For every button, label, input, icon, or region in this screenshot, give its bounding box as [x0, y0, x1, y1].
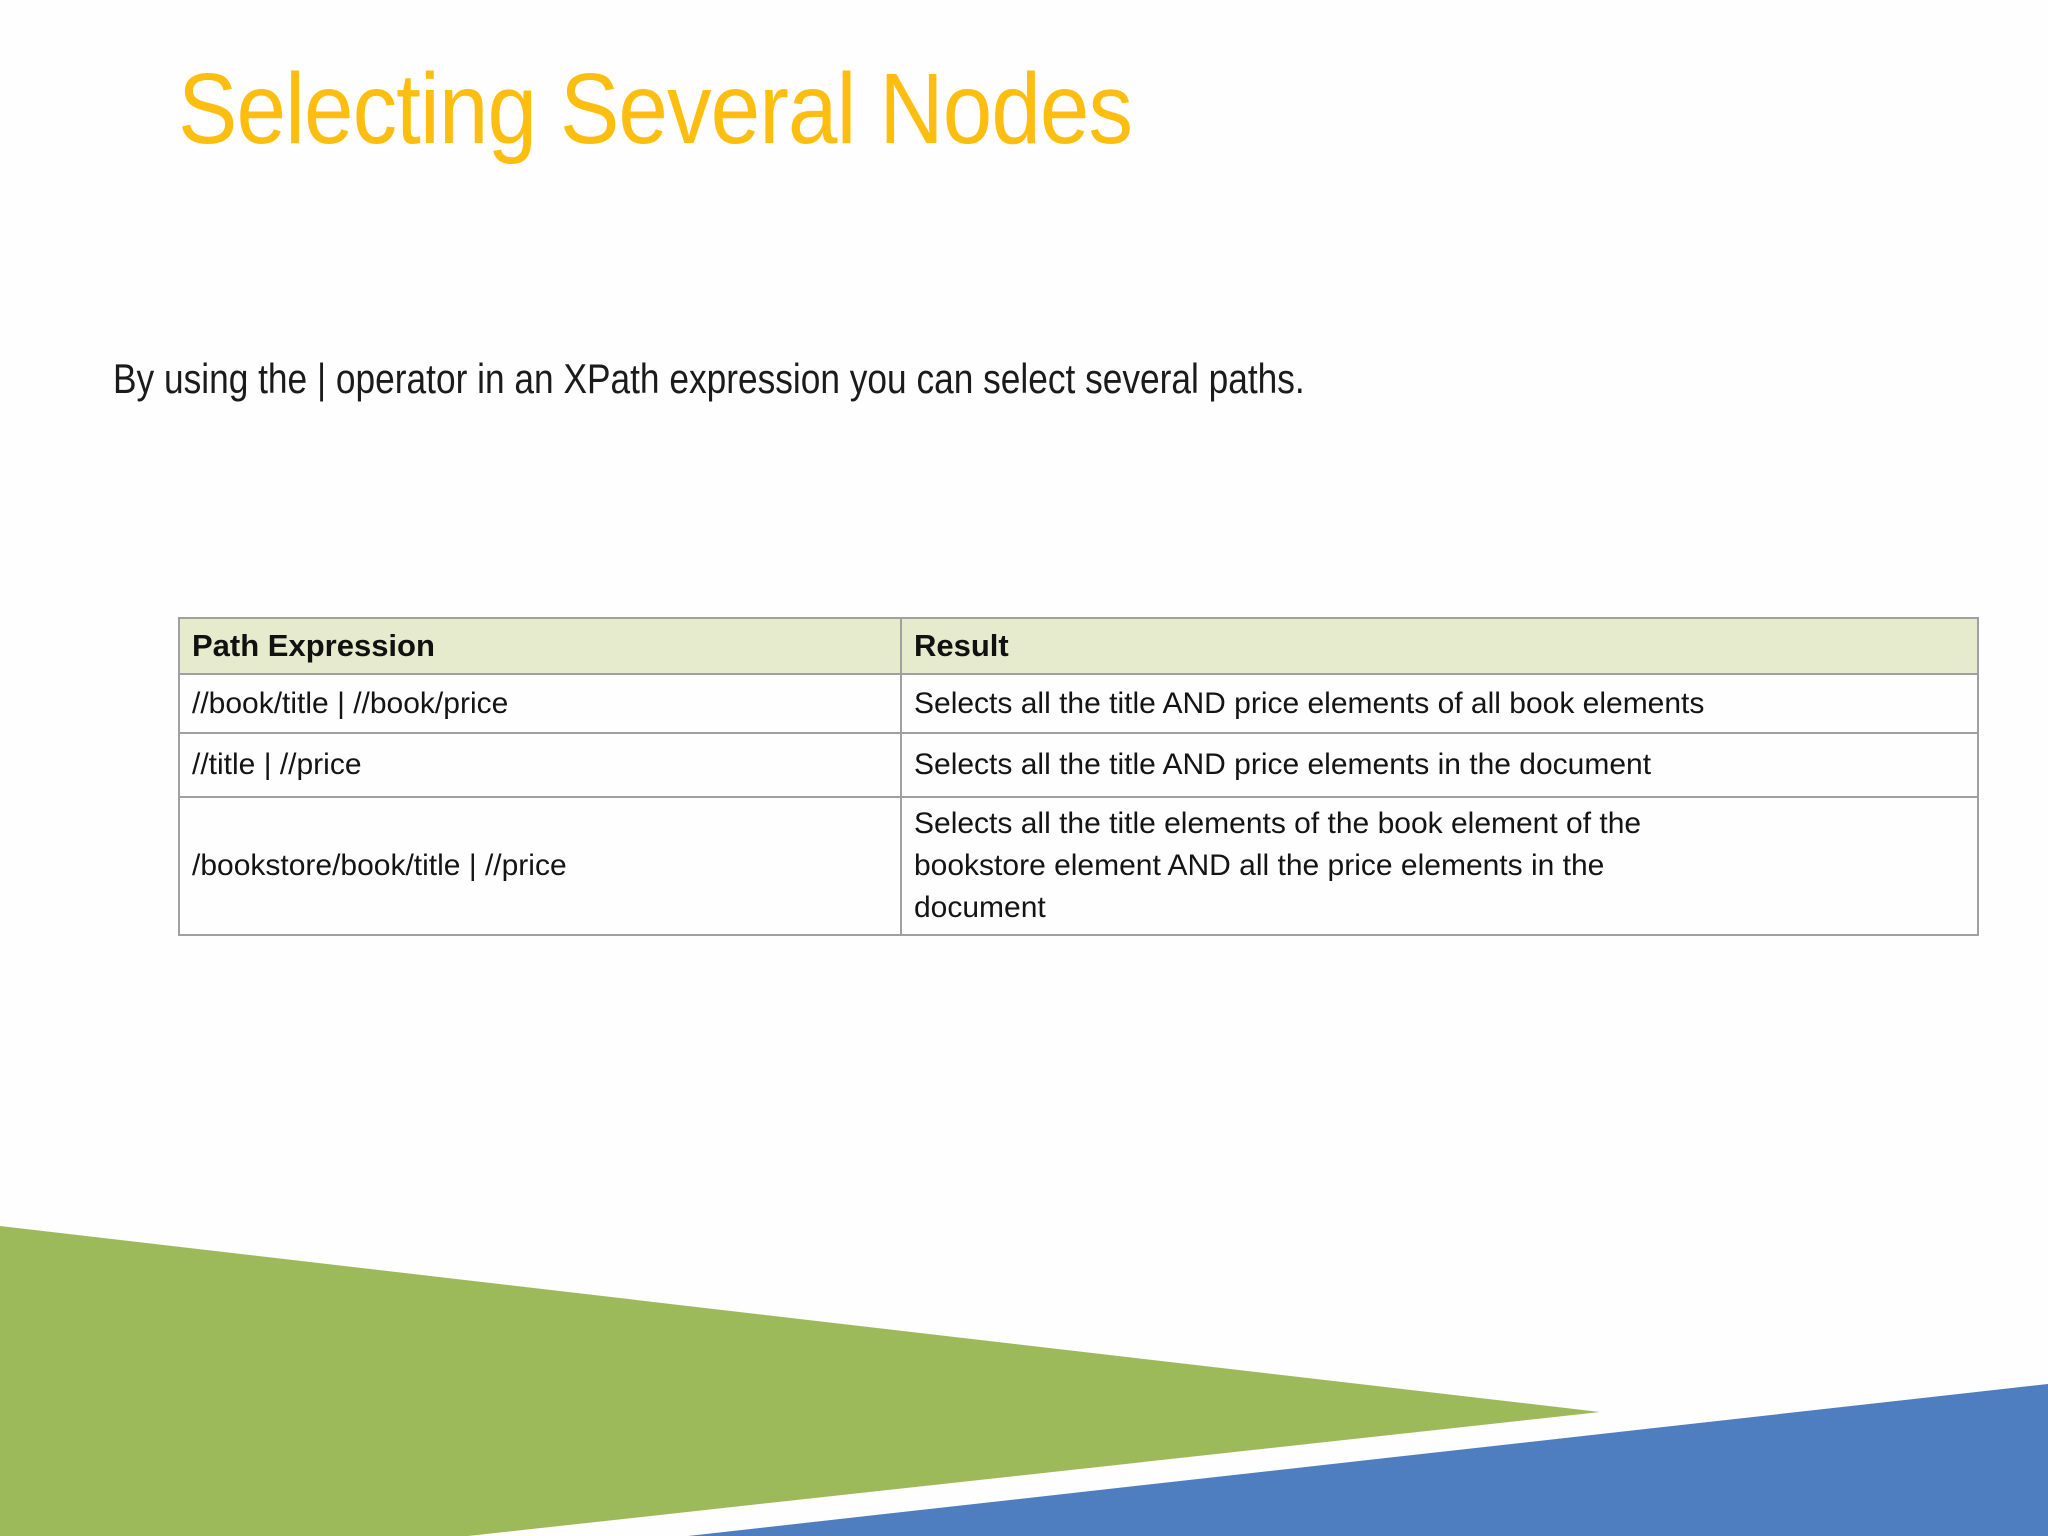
- path-expression-cell: //title | //price: [178, 732, 902, 798]
- column-header-path-expression: Path Expression: [178, 617, 902, 675]
- result-cell: Selects all the title AND price elements…: [900, 673, 1979, 734]
- table-header-row: Path Expression Result: [178, 617, 1979, 675]
- column-header-result: Result: [900, 617, 1979, 675]
- intro-text: By using the | operator in an XPath expr…: [113, 355, 1305, 402]
- xpath-examples-table: Path Expression Result //book/title | //…: [178, 617, 1979, 936]
- table-row: //title | //price Selects all the title …: [178, 732, 1979, 798]
- path-expression-cell: /bookstore/book/title | //price: [178, 796, 902, 936]
- table-row: /bookstore/book/title | //price Selects …: [178, 796, 1979, 936]
- slide-title: Selecting Several Nodes: [178, 53, 1133, 165]
- table-row: //book/title | //book/price Selects all …: [178, 673, 1979, 734]
- blue-triangle-shape: [688, 1384, 2048, 1536]
- green-triangle-shape: [0, 1226, 1600, 1536]
- result-cell: Selects all the title AND price elements…: [900, 732, 1979, 798]
- result-cell: Selects all the title elements of the bo…: [900, 796, 1979, 936]
- path-expression-cell: //book/title | //book/price: [178, 673, 902, 734]
